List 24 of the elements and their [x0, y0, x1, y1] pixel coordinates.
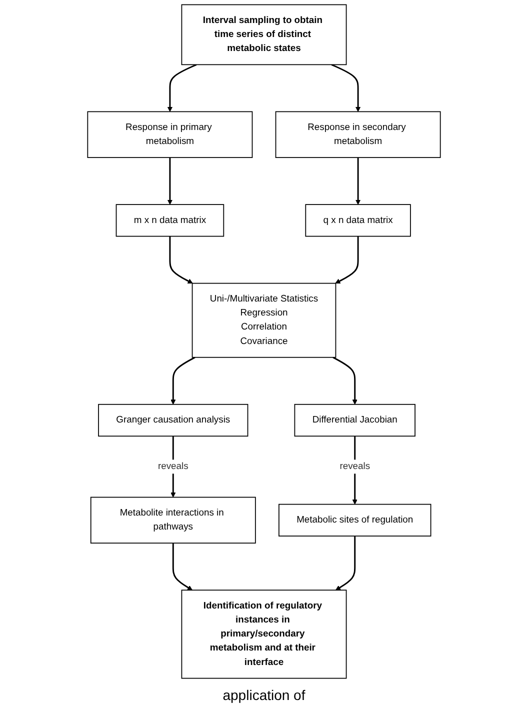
node-box: Response in secondary metabolism: [275, 111, 441, 158]
edge-label: reveals: [158, 461, 188, 472]
node-box: Identification of regulatory instances in primary/secondary metabolism and at their interface: [181, 590, 347, 679]
arrow: [335, 236, 359, 284]
node-box: Granger causation analysis: [98, 404, 248, 437]
arrow: [169, 236, 193, 284]
node-box: m x n data matrix: [116, 204, 224, 237]
arrow: [355, 158, 361, 205]
arrow: [170, 356, 196, 405]
node-box: Response in primary metabolism: [87, 111, 253, 158]
node-box: Metabolic sites of regulation: [278, 504, 432, 536]
node-box: q x n data matrix: [305, 204, 411, 237]
node-box: Uni-/Multivariate Statistics Regression Correlation Covariance: [192, 282, 336, 358]
edge-label: reveals: [340, 461, 370, 472]
arrow: [167, 158, 173, 205]
node-box: Metabolite interactions in pathways: [90, 496, 256, 544]
arrow: [167, 64, 197, 112]
arrow: [336, 536, 356, 590]
node-box: Interval sampling to obtain time series of distinct metabolic states: [181, 4, 347, 66]
note-text: application of: [222, 687, 306, 703]
node-box: Differential Jacobian: [294, 404, 416, 437]
arrow: [172, 543, 192, 590]
arrow: [332, 356, 358, 405]
arrow: [331, 64, 361, 112]
